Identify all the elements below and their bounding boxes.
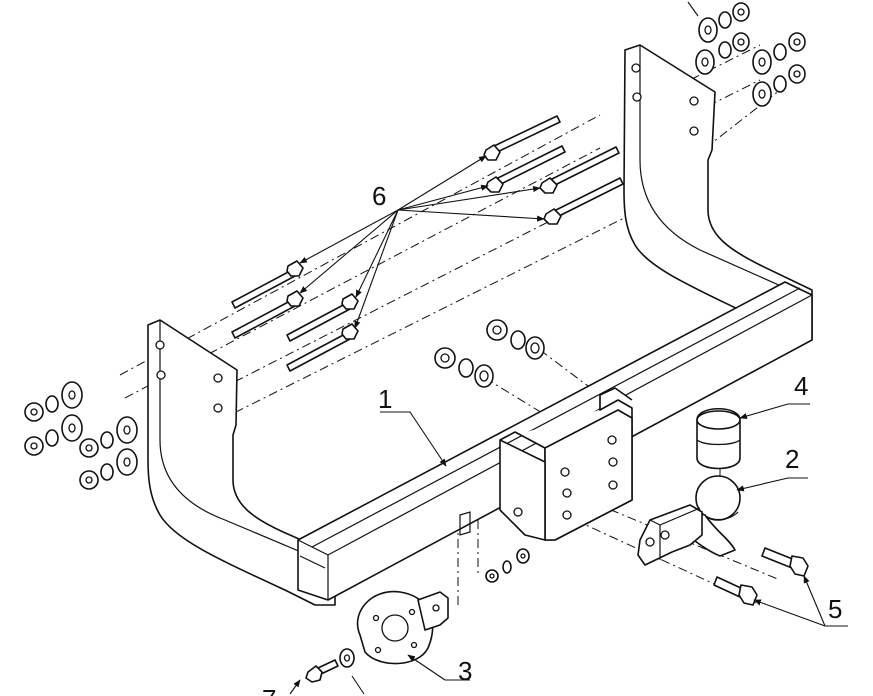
bolts-left — [231, 260, 359, 372]
washers-nuts-top-right — [695, 2, 806, 107]
tow-ball-cover — [696, 408, 741, 470]
callout-7: 7 — [262, 684, 276, 696]
bolt — [286, 293, 359, 342]
center-mounting-plate — [459, 387, 633, 541]
leader-lines — [289, 1, 848, 695]
bolt — [713, 576, 758, 606]
bolt — [483, 115, 561, 161]
left-side-bracket — [147, 319, 336, 606]
callout-labels: 1 2 3 4 5 6 7 — [262, 181, 842, 696]
bolt — [231, 290, 304, 339]
bolts-part-5 — [713, 547, 809, 606]
tow-ball-neck — [637, 475, 741, 566]
bolt — [286, 323, 359, 372]
washers-nuts-left — [24, 381, 138, 490]
callout-1: 1 — [378, 384, 392, 414]
callout-4: 4 — [794, 371, 808, 401]
socket-bracket — [305, 590, 449, 683]
callout-5: 5 — [828, 594, 842, 624]
bolt — [761, 547, 809, 577]
callout-2: 2 — [785, 444, 799, 474]
washers-nuts-center — [434, 319, 545, 583]
bolt — [231, 260, 304, 309]
callout-6: 6 — [372, 181, 386, 211]
bolts-upper-right — [483, 115, 624, 225]
callout-3: 3 — [458, 656, 472, 686]
